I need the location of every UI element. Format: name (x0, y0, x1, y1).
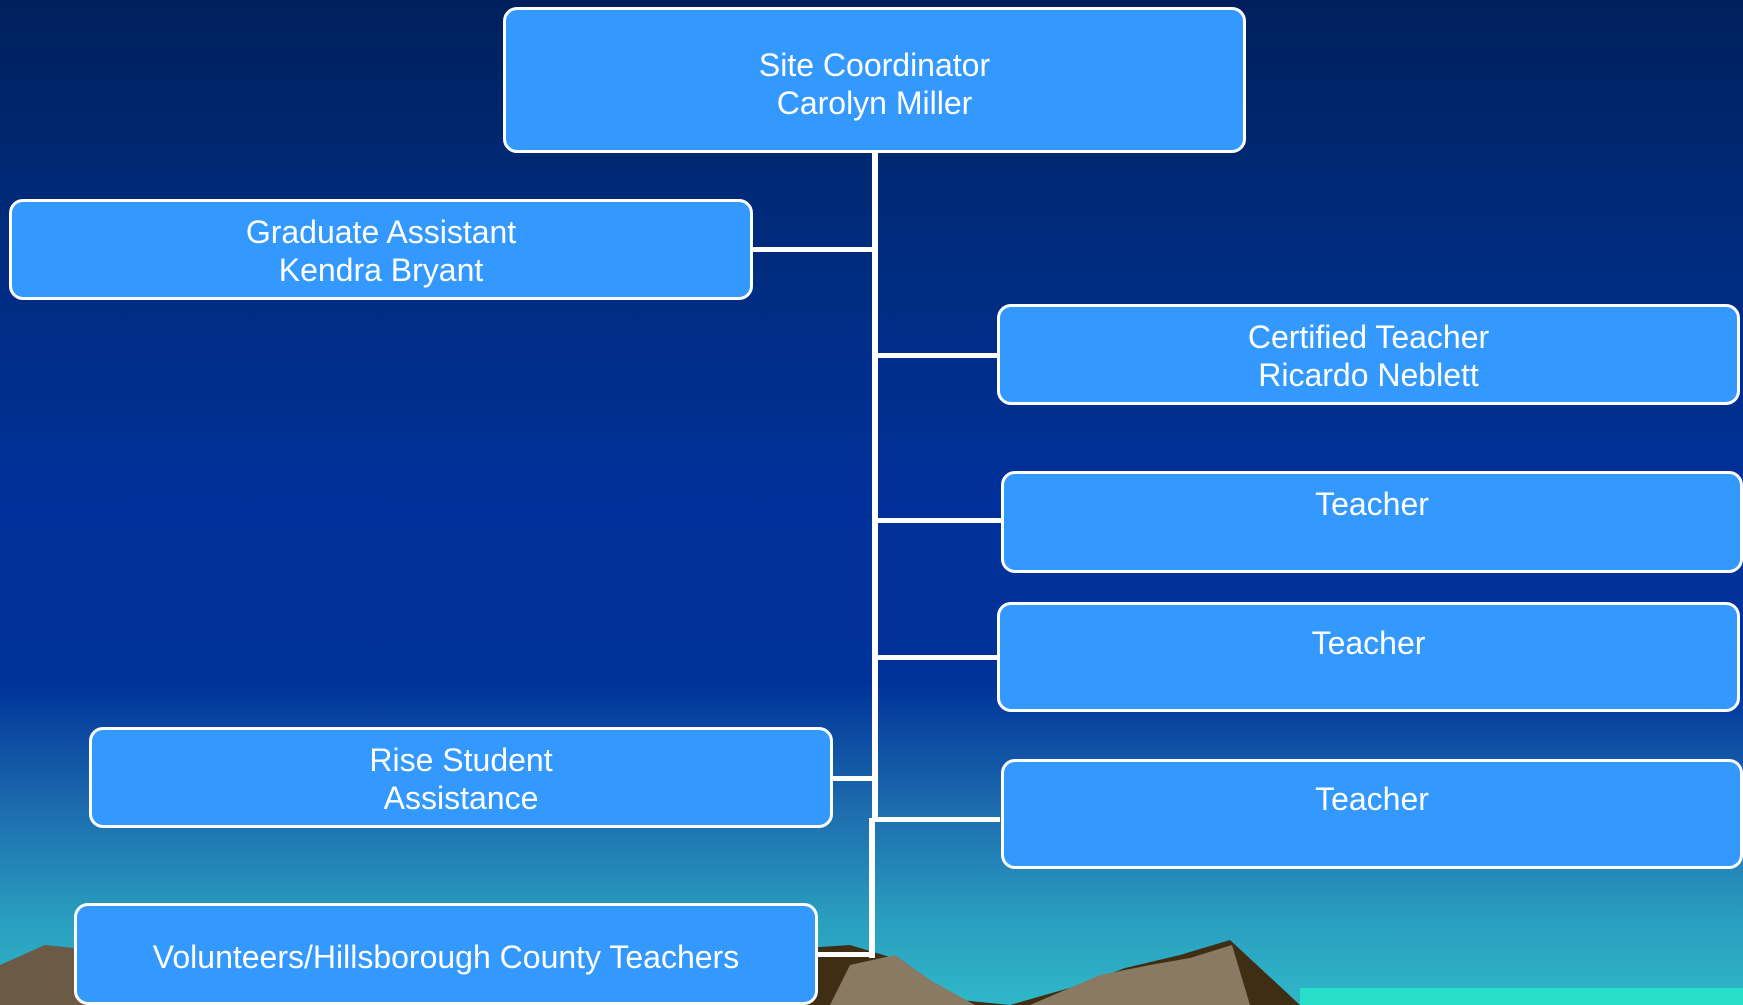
teacher-1-title: Teacher (1315, 486, 1429, 522)
connector-rise-student (830, 776, 875, 781)
trunk-line-upper (872, 150, 878, 820)
connector-certified-teacher (872, 353, 1000, 358)
teacher-3-title: Teacher (1315, 781, 1429, 817)
certified-teacher-title: Certified Teacher (1247, 319, 1490, 355)
certified-teacher-box: Certified Teacher Ricardo Neblett (997, 304, 1740, 405)
rise-student-title: Rise Student (369, 742, 553, 778)
connector-volunteers (815, 952, 875, 957)
graduate-assistant-name: Kendra Bryant (278, 252, 484, 288)
certified-teacher-name: Ricardo Neblett (1258, 357, 1479, 393)
teacher-2-title: Teacher (1311, 625, 1426, 661)
graduate-assistant-box: Graduate Assistant Kendra Bryant (9, 199, 753, 300)
trunk-line-lower (869, 818, 875, 958)
rise-student-box: Rise Student Assistance (89, 727, 833, 828)
volunteers-box: Volunteers/Hillsborough County Teachers (74, 903, 818, 1005)
teacher-box-3: Teacher (1001, 759, 1743, 869)
volunteers-title: Volunteers/Hillsborough County Teachers (152, 939, 740, 975)
connector-teacher-3 (872, 817, 1000, 822)
site-coordinator-box: Site Coordinator Carolyn Miller (503, 7, 1246, 153)
graduate-assistant-title: Graduate Assistant (245, 214, 517, 250)
right-mountain (1030, 945, 1250, 1005)
connector-teacher-1 (872, 518, 1004, 523)
site-coordinator-name: Carolyn Miller (776, 85, 973, 121)
connector-teacher-2 (872, 655, 1000, 660)
center-mountain (830, 955, 975, 1005)
teacher-box-1: Teacher (1001, 471, 1743, 573)
teacher-box-2: Teacher (997, 602, 1740, 712)
connector-graduate-assistant (750, 247, 875, 252)
rise-student-name: Assistance (383, 780, 539, 816)
site-coordinator-title: Site Coordinator (758, 47, 991, 83)
water-strip (1300, 988, 1743, 1005)
